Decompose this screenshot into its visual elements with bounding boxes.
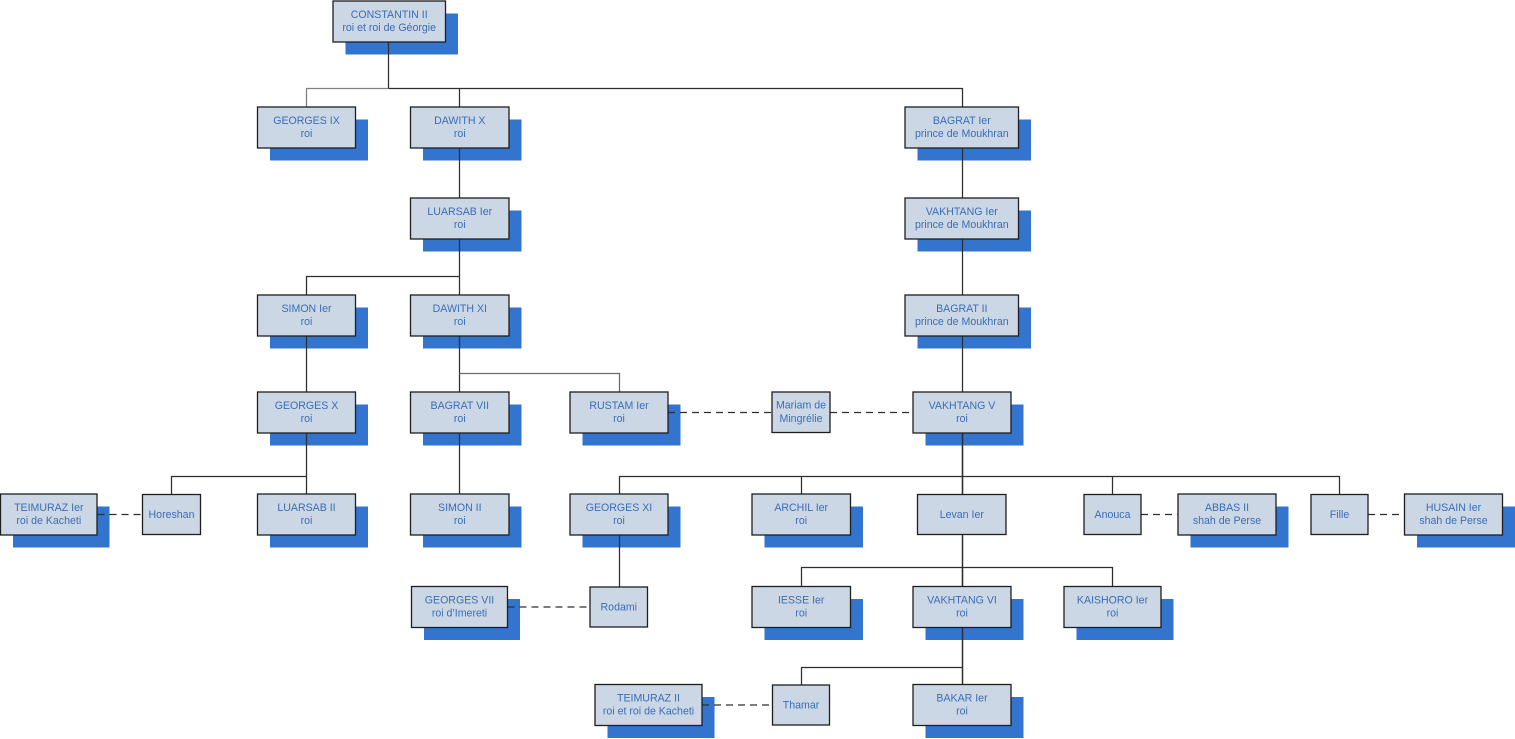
svg-text:Mariam de: Mariam de <box>776 400 826 412</box>
svg-text:roi: roi <box>454 515 466 527</box>
svg-text:Mingrélie: Mingrélie <box>780 413 823 425</box>
svg-text:Horeshan: Horeshan <box>149 509 195 521</box>
svg-text:roi: roi <box>454 219 466 231</box>
svg-text:BAGRAT VII: BAGRAT VII <box>431 400 489 412</box>
svg-text:Thamar: Thamar <box>783 699 820 711</box>
svg-text:roi: roi <box>956 706 968 718</box>
svg-text:BAKAR Ier: BAKAR Ier <box>936 692 988 704</box>
svg-text:roi: roi <box>1107 608 1119 620</box>
svg-text:GEORGES VII: GEORGES VII <box>425 594 494 606</box>
svg-text:roi: roi <box>956 413 968 425</box>
svg-text:DAWITH XI: DAWITH XI <box>433 303 487 315</box>
svg-text:KAISHORO Ier: KAISHORO Ier <box>1077 594 1149 606</box>
svg-text:roi: roi <box>301 515 313 527</box>
svg-text:roi: roi <box>795 515 807 527</box>
svg-text:GEORGES XI: GEORGES XI <box>586 502 653 514</box>
svg-text:BAGRAT Ier: BAGRAT Ier <box>933 115 991 127</box>
svg-text:roi: roi <box>956 608 968 620</box>
svg-text:HUSAIN Ier: HUSAIN Ier <box>1426 502 1482 514</box>
svg-text:GEORGES IX: GEORGES IX <box>273 115 340 127</box>
svg-text:roi: roi <box>454 413 466 425</box>
svg-text:prince de Moukhran: prince de Moukhran <box>915 316 1009 328</box>
svg-text:roi et roi de Kacheti: roi et roi de Kacheti <box>603 706 694 718</box>
svg-text:roi: roi <box>613 413 625 425</box>
svg-text:LUARSAB Ier: LUARSAB Ier <box>427 206 492 218</box>
svg-text:Anouca: Anouca <box>1095 509 1131 521</box>
svg-text:roi de Kacheti: roi de Kacheti <box>16 515 81 527</box>
svg-text:roi: roi <box>301 128 313 140</box>
svg-text:roi: roi <box>301 316 313 328</box>
svg-text:LUARSAB II: LUARSAB II <box>277 502 335 514</box>
svg-text:prince de Moukhran: prince de Moukhran <box>915 219 1009 231</box>
svg-text:roi: roi <box>454 128 466 140</box>
svg-text:shah de Perse: shah de Perse <box>1193 515 1261 527</box>
svg-text:ABBAS II: ABBAS II <box>1205 502 1249 514</box>
svg-text:TEIMURAZ Ier: TEIMURAZ Ier <box>14 502 84 514</box>
svg-text:SIMON II: SIMON II <box>438 502 482 514</box>
svg-text:DAWITH X: DAWITH X <box>434 115 485 127</box>
svg-text:roi d’Imereti: roi d’Imereti <box>432 608 487 620</box>
svg-text:Fille: Fille <box>1330 509 1350 521</box>
svg-text:Levan Ier: Levan Ier <box>940 509 985 521</box>
svg-text:SIMON Ier: SIMON Ier <box>281 303 332 315</box>
svg-text:Rodami: Rodami <box>601 601 638 613</box>
svg-text:CONSTANTIN II: CONSTANTIN II <box>351 9 428 21</box>
svg-text:RUSTAM Ier: RUSTAM Ier <box>589 400 649 412</box>
svg-text:VAKHTANG Ier: VAKHTANG Ier <box>926 206 998 218</box>
svg-text:GEORGES X: GEORGES X <box>275 400 339 412</box>
svg-text:prince de Moukhran: prince de Moukhran <box>915 128 1009 140</box>
svg-text:roi et roi de Géorgie: roi et roi de Géorgie <box>342 22 436 34</box>
svg-text:roi: roi <box>301 413 313 425</box>
svg-text:roi: roi <box>795 608 807 620</box>
svg-text:BAGRAT II: BAGRAT II <box>936 303 987 315</box>
svg-text:ARCHIL Ier: ARCHIL Ier <box>774 502 828 514</box>
svg-text:shah de Perse: shah de Perse <box>1419 515 1487 527</box>
svg-text:TEIMURAZ II: TEIMURAZ II <box>617 692 680 704</box>
svg-text:VAKHTANG V: VAKHTANG V <box>929 400 997 412</box>
svg-text:IESSE Ier: IESSE Ier <box>778 594 825 606</box>
svg-text:roi: roi <box>454 316 466 328</box>
svg-text:VAKHTANG VI: VAKHTANG VI <box>927 594 997 606</box>
svg-text:roi: roi <box>613 515 625 527</box>
